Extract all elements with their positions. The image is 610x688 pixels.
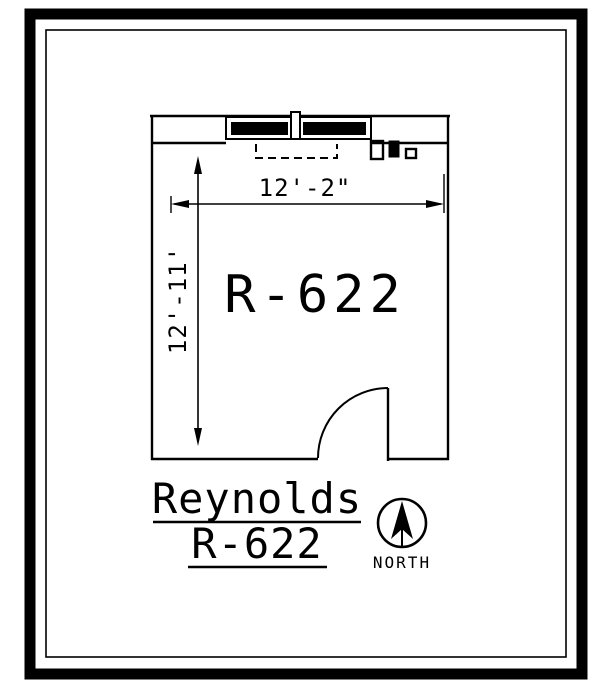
dimension-height: 12'-11' — [164, 156, 202, 446]
north-arrow: NORTH — [373, 497, 431, 572]
room-label: R-622 — [224, 265, 406, 325]
fixture-3 — [404, 147, 418, 160]
hidden-overhead-dashed-outline — [255, 144, 338, 159]
title-line1: Reynolds — [152, 474, 362, 523]
title-line2: R-622 — [191, 519, 322, 568]
header-panel-right — [303, 122, 366, 135]
header-center-mullion — [290, 111, 301, 140]
dimension-width: 12'-2" — [170, 174, 445, 213]
outer-border — [24, 8, 588, 680]
top-header-assembly — [225, 111, 372, 159]
north-arrow-glyph — [391, 501, 413, 539]
dim-height-arrow-bottom — [194, 428, 202, 446]
north-circle — [376, 497, 428, 549]
sheet-border — [24, 8, 588, 680]
fixture-1 — [369, 139, 385, 161]
header-panel-left — [231, 122, 288, 135]
dim-width-text: 12'-2" — [259, 174, 352, 202]
dim-width-arrow-right — [426, 200, 444, 208]
title-block: Reynolds R-622 — [152, 474, 362, 569]
door — [317, 387, 390, 461]
dim-width-arrow-left — [171, 200, 189, 208]
dim-height-arrow-top — [194, 156, 202, 174]
door-swing-arc — [317, 387, 389, 459]
dim-height-text: 12'-11' — [164, 246, 192, 354]
fixture-2 — [388, 140, 400, 158]
inner-border — [45, 29, 567, 658]
top-right-fixtures — [369, 139, 418, 161]
north-label: NORTH — [373, 553, 431, 572]
